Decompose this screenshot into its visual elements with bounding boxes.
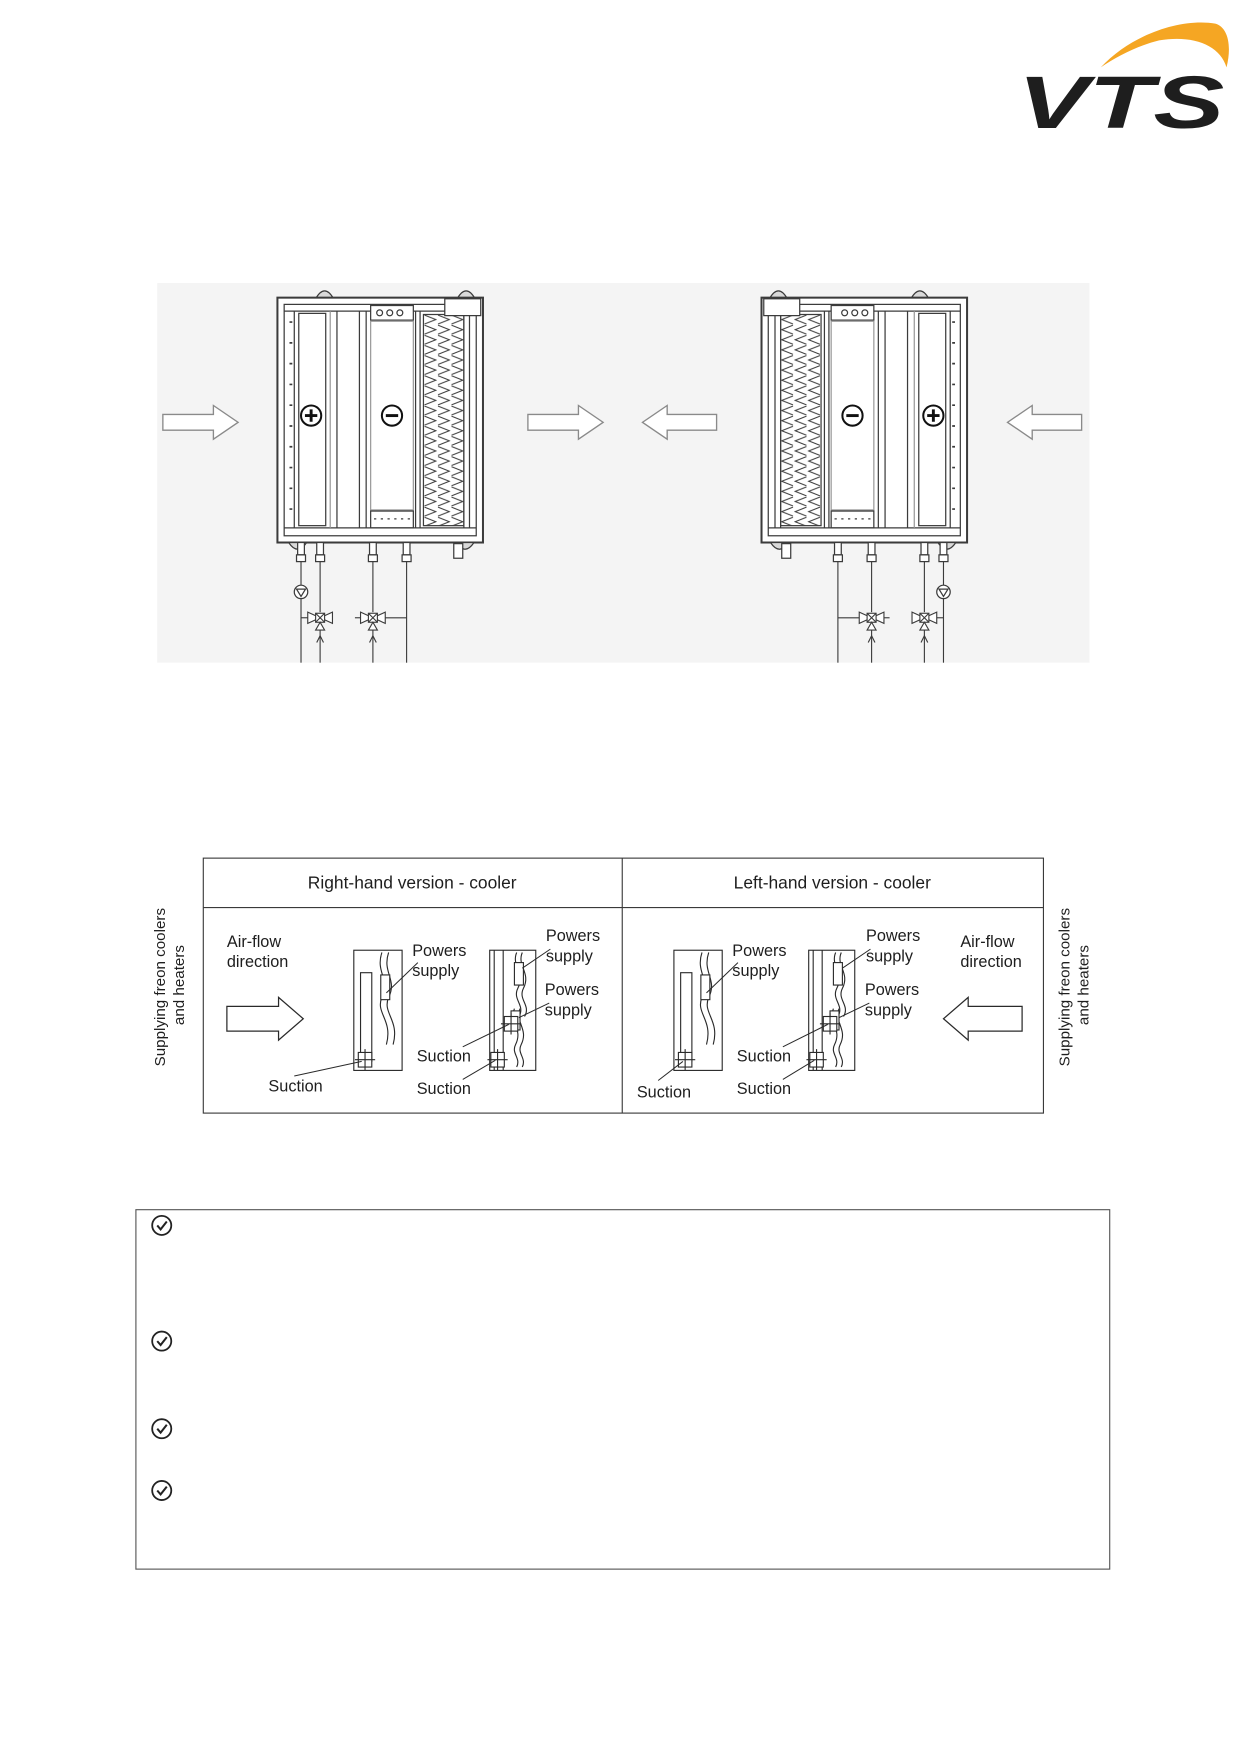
check-circle-icon — [151, 1214, 173, 1236]
arrow-right-icon — [162, 404, 240, 441]
arrow-right-icon — [527, 404, 605, 441]
flow-arrows — [162, 404, 1083, 441]
left-hand-single-coil — [673, 949, 723, 1071]
notes-box — [135, 1209, 1111, 1570]
arrow-left-icon — [942, 996, 1023, 1042]
header-right-hand: Right-hand version - cooler — [308, 872, 517, 892]
check-circle-icon — [151, 1479, 173, 1502]
header-left-hand: Left-hand version - cooler — [734, 872, 931, 892]
side-label-line2: and heaters — [171, 945, 188, 1025]
supply-label: Powers supply — [412, 942, 471, 980]
left-hand-double-coil — [805, 949, 856, 1071]
vts-logo: VTS — [1018, 22, 1229, 144]
notes-frame — [135, 1209, 1111, 1570]
right-hand-single-coil — [353, 949, 403, 1071]
table-frame — [202, 857, 1045, 1114]
supply-label: Powers supply — [865, 981, 924, 1019]
side-label-line1: Supplying freon coolers — [1056, 908, 1073, 1067]
side-label-line2: and heaters — [1075, 945, 1092, 1025]
side-label-line1: Supplying freon coolers — [152, 908, 169, 1067]
airflow-label: Air-flow direction — [960, 933, 1021, 971]
arrow-left-icon — [1006, 404, 1083, 441]
logo-arc — [1100, 22, 1229, 68]
supply-label: Powers supply — [732, 942, 791, 980]
airflow-label: Air-flow direction — [227, 933, 288, 971]
right-hand-double-coil — [486, 949, 537, 1071]
leader-lines — [294, 948, 871, 1081]
suction-label: Suction — [417, 1047, 471, 1065]
logo-lettering: VTS — [1018, 61, 1225, 144]
arrow-left-icon — [641, 404, 718, 441]
supply-label: Powers supply — [545, 981, 604, 1019]
suction-label: Suction — [637, 1083, 691, 1101]
supply-label: Powers supply — [866, 927, 925, 965]
suction-label: Suction — [268, 1078, 322, 1096]
connection-table: Right-hand version - cooler Left-hand ve… — [152, 857, 1092, 1114]
arrow-right-icon — [226, 996, 305, 1042]
side-label-left: Supplying freon coolers and heaters — [152, 904, 188, 1067]
check-circle-icon — [151, 1418, 173, 1440]
suction-label: Suction — [417, 1080, 471, 1098]
check-circle-icon — [151, 1330, 173, 1352]
airflow-diagram — [157, 283, 1090, 663]
suction-label: Suction — [737, 1047, 791, 1065]
supply-label: Powers supply — [546, 927, 605, 965]
side-label-right: Supplying freon coolers and heaters — [1056, 904, 1092, 1067]
suction-label: Suction — [737, 1080, 791, 1098]
